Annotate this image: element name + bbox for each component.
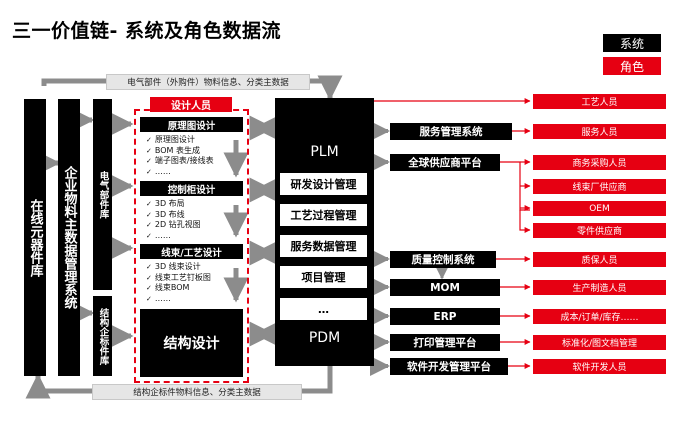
electrical-parts-library: 电气部件库: [93, 99, 112, 290]
role-manufacturing-staff: 生产制造人员: [533, 280, 666, 295]
harness-header: 线束/工艺设计: [140, 244, 243, 259]
check-icon: ✓: [146, 273, 152, 282]
cabinet-item: ✓3D 布线: [146, 209, 185, 219]
role-service-staff: 服务人员: [533, 124, 666, 139]
top-data-band: 电气部件（外购件）物料信息、分类主数据: [106, 74, 310, 90]
bottom-band-text: 结构企标件物料信息、分类主数据: [133, 388, 261, 398]
structural-design-block: 结构设计: [140, 309, 243, 377]
check-icon: ✓: [146, 157, 152, 166]
legend-system: 系统: [603, 34, 661, 52]
bottom-data-band: 结构企标件物料信息、分类主数据: [92, 384, 302, 400]
check-icon: ✓: [146, 146, 152, 155]
pdm-label: PDM: [308, 330, 341, 346]
cabinet-item: ✓2D 钻孔视图: [146, 220, 201, 230]
system-mom: MOM: [390, 279, 500, 296]
role-cost-order-inventory: 成本/订单/库存……: [533, 309, 666, 324]
harness-item: ✓线束BOM: [146, 283, 190, 293]
role-process-staff: 工艺人员: [533, 94, 666, 109]
check-icon: ✓: [146, 231, 152, 240]
role-oem: OEM: [533, 201, 666, 216]
role-parts-supplier: 零件供应商: [533, 223, 666, 238]
cabinet-item: ✓3D 布局: [146, 199, 185, 208]
online-component-library: 在线元器件库: [24, 99, 46, 376]
plm-item-more: …: [280, 298, 367, 320]
role-quality-staff: 质保人员: [533, 252, 666, 267]
system-software-dev: 软件开发管理平台: [390, 358, 508, 375]
role-software-dev-staff: 软件开发人员: [533, 359, 666, 374]
plm-system: PLM 研发设计管理 工艺过程管理 服务数据管理 项目管理 … PDM: [275, 98, 374, 366]
plm-item-project: 项目管理: [280, 266, 367, 288]
check-icon: ✓: [146, 263, 152, 271]
enterprise-material-master-system: 企业物料主数据管理系统: [58, 99, 80, 376]
system-service-management: 服务管理系统: [390, 123, 512, 140]
cabinet-item: ✓……: [146, 230, 171, 240]
schematic-item: ✓端子图表/接线表: [146, 156, 214, 166]
check-icon: ✓: [146, 294, 152, 303]
harness-design-block: 线束/工艺设计 ✓3D 线束设计 ✓线束工艺钉板图 ✓线束BOM ✓……: [140, 244, 243, 304]
schematic-item: ✓BOM 表生成: [146, 145, 200, 155]
harness-item: ✓线束工艺钉板图: [146, 272, 211, 282]
check-icon: ✓: [146, 200, 152, 208]
role-harness-supplier: 线束厂供应商: [533, 179, 666, 194]
plm-label: PLM: [310, 144, 339, 160]
harness-items: ✓3D 线束设计 ✓线束工艺钉板图 ✓线束BOM ✓……: [140, 259, 243, 304]
system-quality-control: 质量控制系统: [390, 251, 496, 268]
role-standardization: 标准化/图文档管理: [533, 335, 666, 350]
design-plm-double-arrows: [249, 115, 279, 347]
cabinet-items: ✓3D 布局 ✓3D 布线 ✓2D 钻孔视图 ✓……: [140, 196, 243, 241]
plm-item-process: 工艺过程管理: [280, 204, 367, 226]
system-print-management: 打印管理平台: [390, 334, 500, 351]
role-purchasing: 商务采购人员: [533, 155, 666, 170]
system-global-supplier: 全球供应商平台: [390, 154, 500, 171]
harness-item: ✓……: [146, 293, 171, 303]
designer-role: 设计人员: [150, 97, 232, 112]
check-icon: ✓: [146, 284, 152, 293]
check-icon: ✓: [146, 210, 152, 219]
structural-parts-library: 结构企标件库: [93, 296, 112, 376]
check-icon: ✓: [146, 221, 152, 230]
check-icon: ✓: [146, 136, 152, 144]
system-erp: ERP: [390, 308, 500, 325]
schematic-items: ✓原理图设计 ✓BOM 表生成 ✓端子图表/接线表 ✓……: [140, 132, 243, 177]
top-band-text: 电气部件（外购件）物料信息、分类主数据: [127, 78, 289, 88]
plm-item-rd-design: 研发设计管理: [280, 173, 367, 195]
check-icon: ✓: [146, 167, 152, 176]
schematic-design-block: 原理图设计 ✓原理图设计 ✓BOM 表生成 ✓端子图表/接线表 ✓……: [140, 117, 243, 177]
page-title: 三一价值链- 系统及角色数据流: [12, 20, 282, 42]
cabinet-header: 控制柜设计: [140, 181, 243, 196]
schematic-item: ✓原理图设计: [146, 135, 195, 144]
schematic-header: 原理图设计: [140, 117, 243, 132]
cabinet-design-block: 控制柜设计 ✓3D 布局 ✓3D 布线 ✓2D 钻孔视图 ✓……: [140, 181, 243, 241]
schematic-item: ✓……: [146, 166, 171, 176]
legend-role: 角色: [603, 57, 661, 75]
harness-item: ✓3D 线束设计: [146, 262, 201, 271]
plm-item-service-data: 服务数据管理: [280, 235, 367, 257]
